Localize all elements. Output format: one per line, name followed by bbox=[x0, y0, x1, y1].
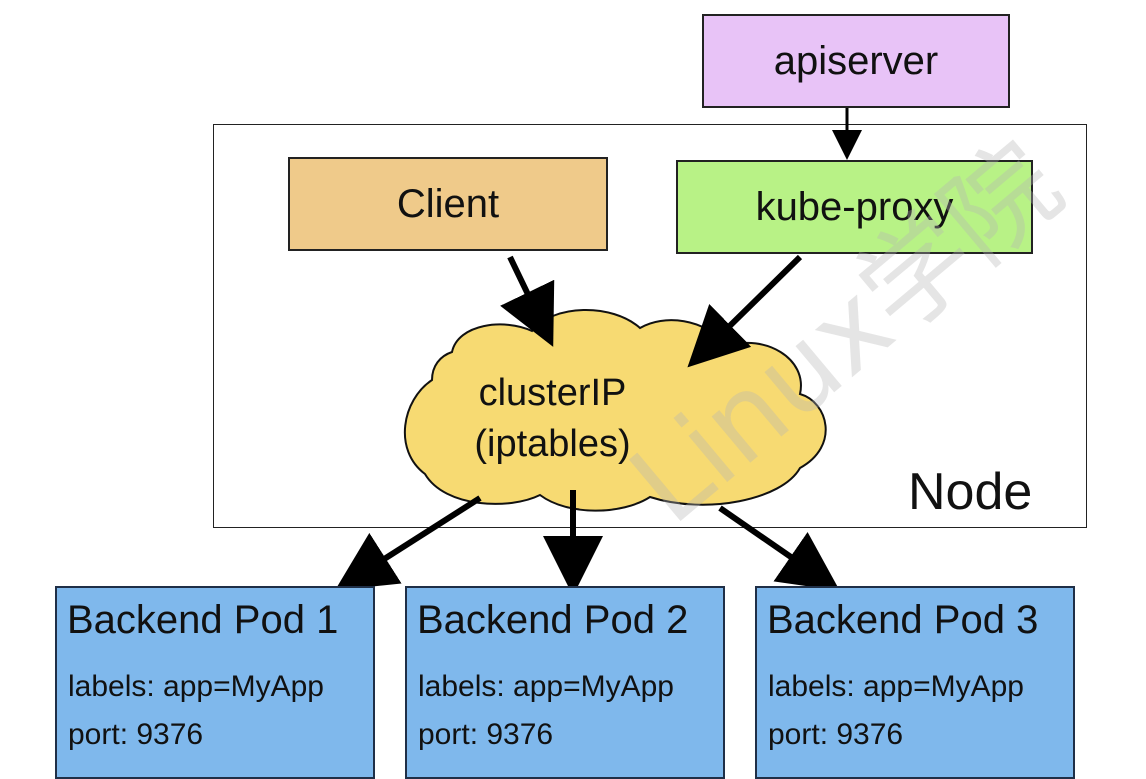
backend-pod-1: Backend Pod 1 labels: app=MyApp port: 93… bbox=[55, 586, 375, 779]
backend-pod-2: Backend Pod 2 labels: app=MyApp port: 93… bbox=[405, 586, 725, 779]
cluster-ip-line-1: clusterIP bbox=[478, 372, 627, 414]
client-box: Client bbox=[288, 157, 608, 251]
client-label: Client bbox=[396, 181, 500, 226]
kube-proxy-label: kube-proxy bbox=[755, 184, 954, 229]
backend-pod-2-port: port: 9376 bbox=[418, 718, 554, 751]
backend-pod-2-labels: labels: app=MyApp bbox=[418, 670, 674, 703]
backend-pod-2-title: Backend Pod 2 bbox=[417, 598, 689, 642]
kube-proxy-box: kube-proxy bbox=[676, 160, 1033, 254]
apiserver-label: apiserver bbox=[773, 38, 939, 83]
apiserver-box: apiserver bbox=[702, 14, 1010, 108]
backend-pod-3-title: Backend Pod 3 bbox=[767, 598, 1039, 642]
backend-pod-3: Backend Pod 3 labels: app=MyApp port: 93… bbox=[755, 586, 1075, 779]
backend-pod-3-port: port: 9376 bbox=[768, 718, 904, 751]
backend-pod-3-labels: labels: app=MyApp bbox=[768, 670, 1024, 703]
cluster-ip-text: clusterIP (iptables) bbox=[470, 368, 635, 471]
cluster-ip-line-2: (iptables) bbox=[474, 423, 631, 466]
backend-pod-1-labels: labels: app=MyApp bbox=[68, 670, 324, 703]
node-label: Node bbox=[908, 463, 1033, 521]
backend-pod-1-port: port: 9376 bbox=[68, 718, 204, 751]
backend-pod-1-title: Backend Pod 1 bbox=[67, 598, 339, 642]
